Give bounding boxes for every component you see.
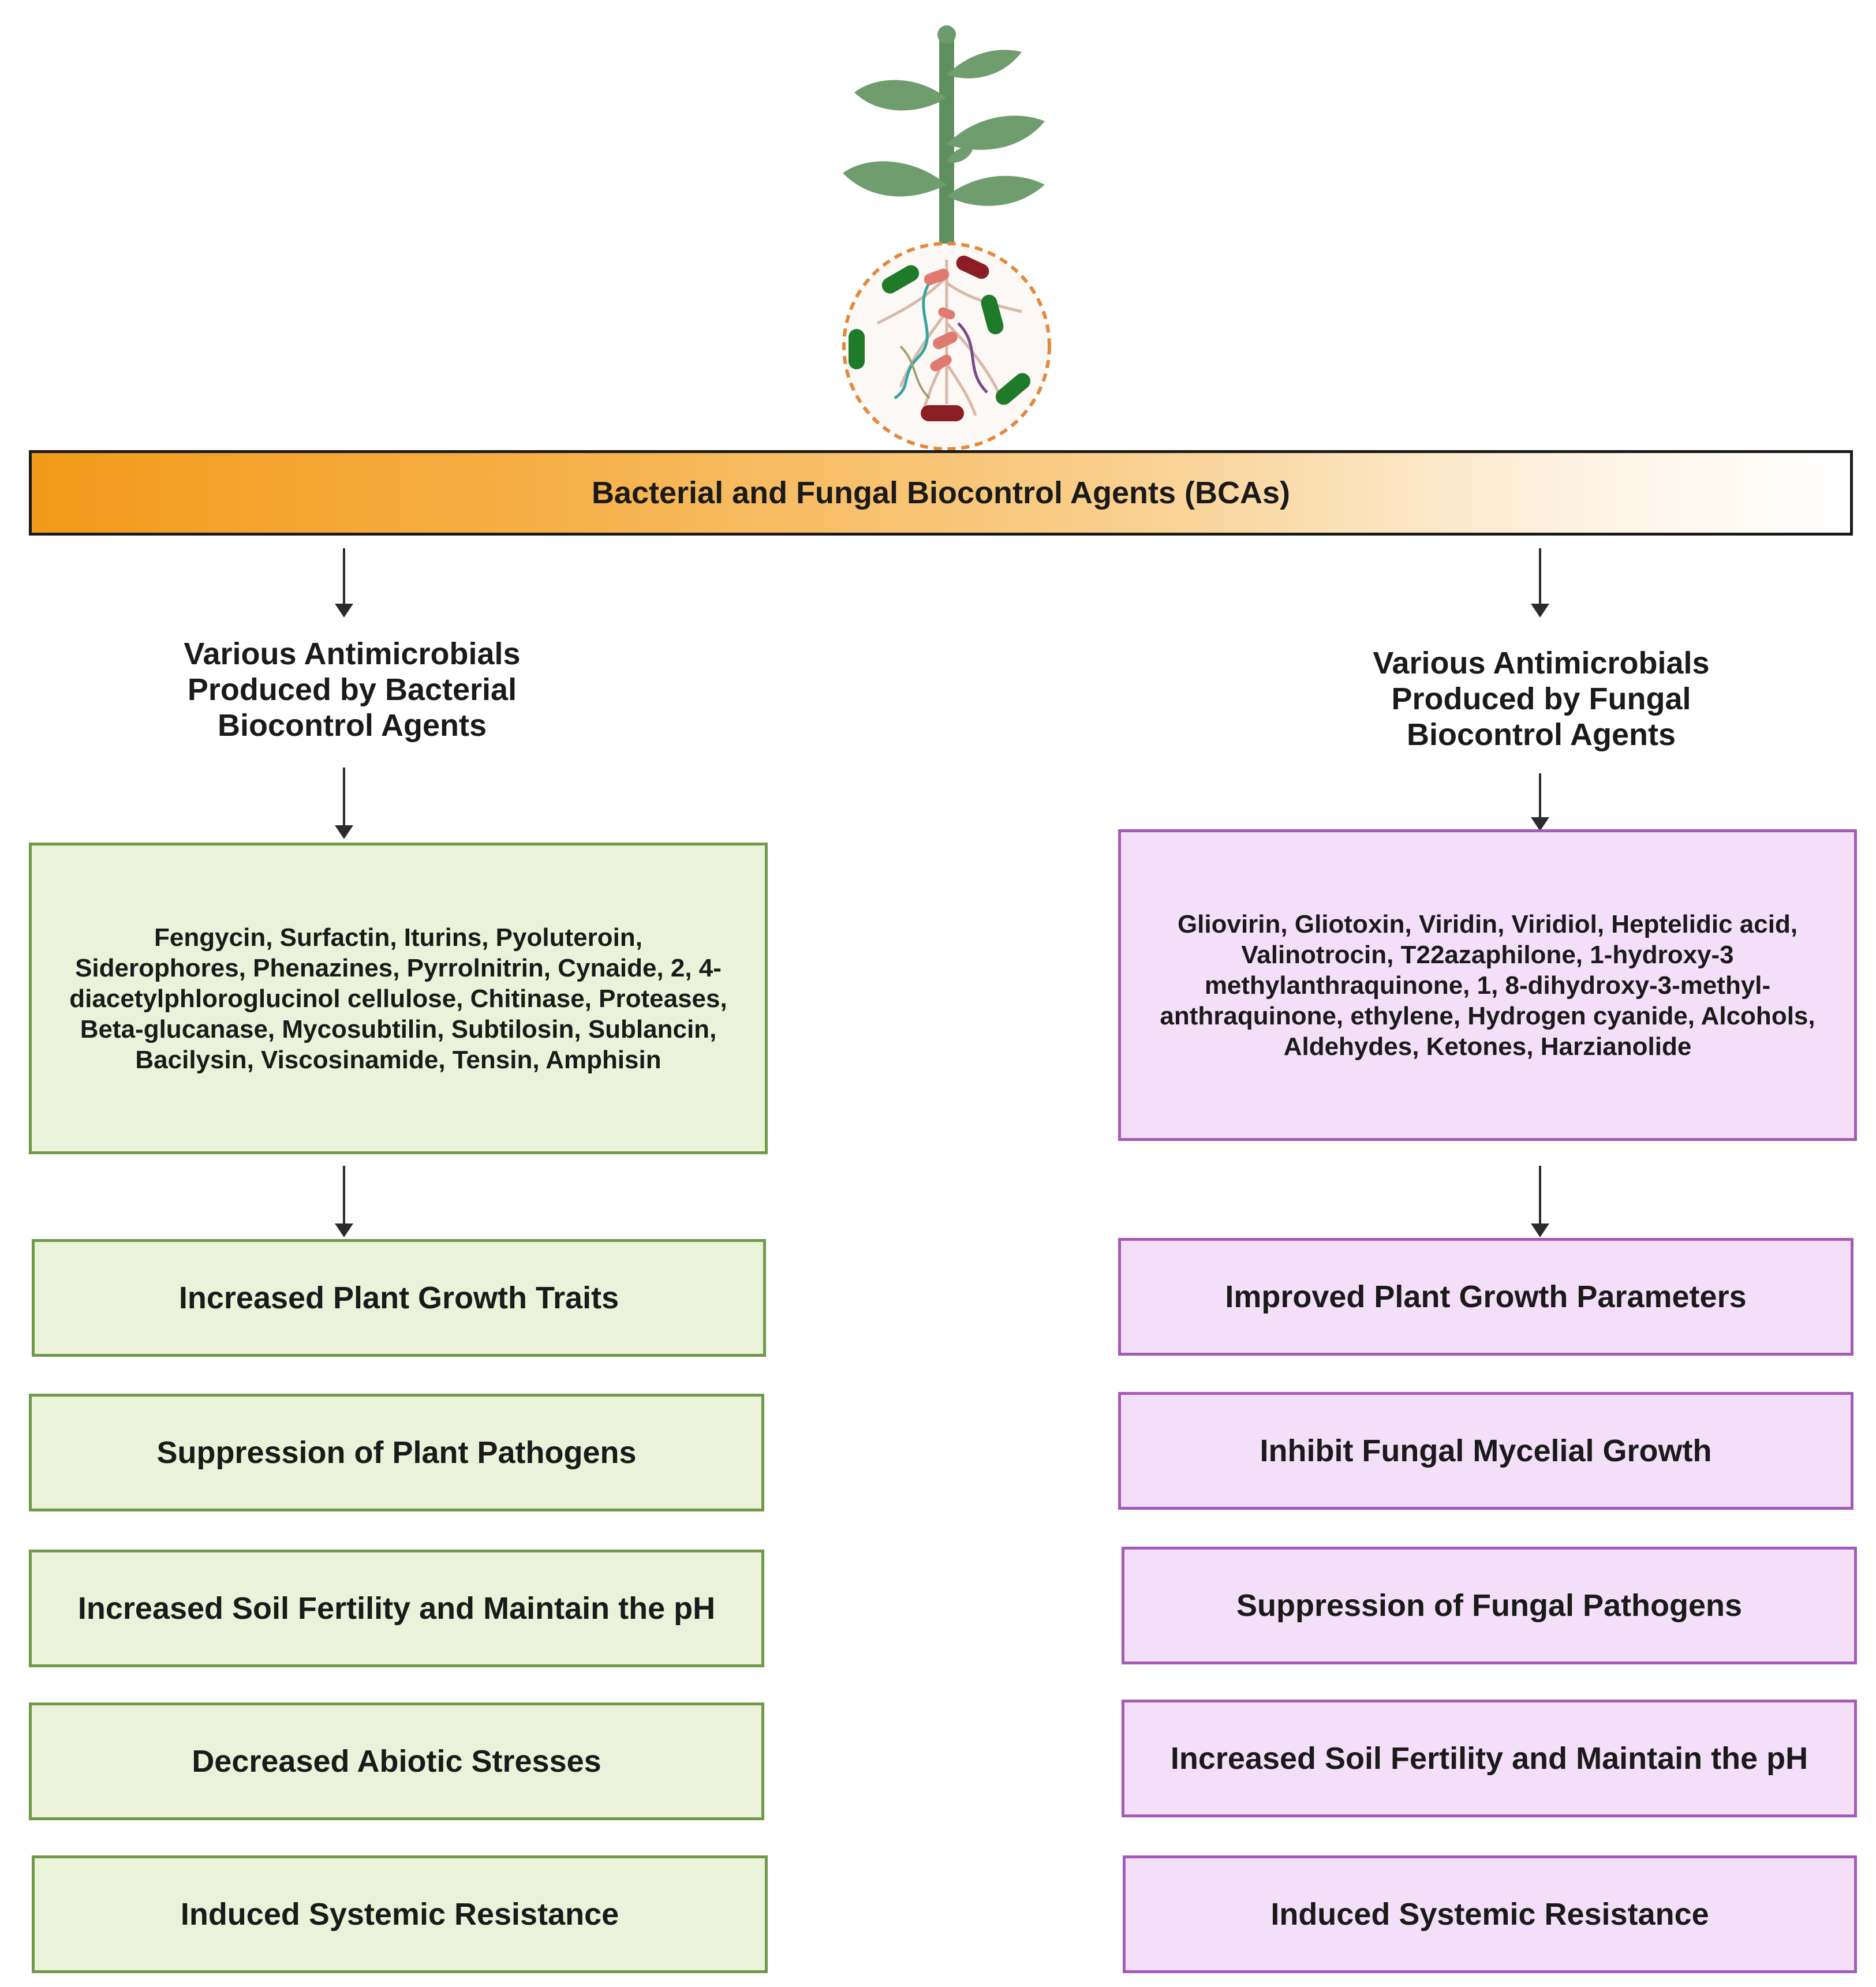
- banner-title: Bacterial and Fungal Biocontrol Agents (…: [591, 476, 1291, 510]
- outcome-label: Increased Plant Growth Traits: [178, 1281, 619, 1315]
- bca-banner: Bacterial and Fungal Biocontrol Agents (…: [29, 450, 1853, 536]
- bacterial-heading: Various Antimicrobials Produced by Bacte…: [184, 637, 521, 743]
- arrow-fungal-heading-to-list: [1531, 773, 1549, 831]
- plant-illustration: [831, 12, 1062, 456]
- fungal-outcome-box: Increased Soil Fertility and Maintain th…: [1122, 1700, 1857, 1817]
- fungal-outcome-box: Inhibit Fungal Mycelial Growth: [1118, 1392, 1853, 1510]
- outcome-label: Increased Soil Fertility and Maintain th…: [77, 1591, 716, 1626]
- bacterial-compounds-text: Fengycin, Surfactin, Iturins, Pyoluteroi…: [69, 923, 727, 1074]
- outcome-label: Suppression of Fungal Pathogens: [1236, 1588, 1743, 1623]
- bacterial-compounds-box: Fengycin, Surfactin, Iturins, Pyoluteroi…: [29, 843, 768, 1154]
- fungal-compounds-box: Gliovirin, Gliotoxin, Viridin, Viridiol,…: [1118, 829, 1857, 1141]
- fungal-outcome-box: Induced Systemic Resistance: [1123, 1855, 1857, 1973]
- arrow-bacterial-heading-to-list: [335, 768, 353, 840]
- fungal-heading: Various Antimicrobials Produced by Funga…: [1373, 646, 1710, 752]
- arrow-bacterial-list-to-outcomes: [335, 1166, 353, 1238]
- bacterial-outcome-box: Decreased Abiotic Stresses: [29, 1702, 764, 1820]
- bacterial-outcome-box: Suppression of Plant Pathogens: [29, 1394, 764, 1511]
- bacterial-outcome-box: Increased Soil Fertility and Maintain th…: [29, 1550, 764, 1667]
- bacterial-outcome-box: Increased Plant Growth Traits: [32, 1239, 766, 1357]
- arrow-banner-to-bacterial: [335, 548, 353, 618]
- bacterial-outcome-box: Induced Systemic Resistance: [32, 1855, 768, 1973]
- fungal-compounds-text: Gliovirin, Gliotoxin, Viridin, Viridiol,…: [1160, 910, 1815, 1061]
- arrow-banner-to-fungal: [1531, 548, 1549, 618]
- outcome-label: Induced Systemic Resistance: [180, 1897, 619, 1932]
- outcome-label: Induced Systemic Resistance: [1270, 1897, 1709, 1932]
- fungal-outcome-box: Suppression of Fungal Pathogens: [1122, 1547, 1857, 1664]
- outcome-label: Improved Plant Growth Parameters: [1225, 1279, 1747, 1314]
- outcome-label: Suppression of Plant Pathogens: [156, 1435, 637, 1470]
- outcome-label: Inhibit Fungal Mycelial Growth: [1260, 1434, 1712, 1468]
- outcome-label: Increased Soil Fertility and Maintain th…: [1170, 1741, 1808, 1776]
- plant-with-root-microbes-icon: [842, 25, 1051, 451]
- arrow-fungal-list-to-outcomes: [1531, 1166, 1549, 1238]
- fungal-outcome-box: Improved Plant Growth Parameters: [1118, 1238, 1853, 1356]
- outcome-label: Decreased Abiotic Stresses: [192, 1744, 601, 1779]
